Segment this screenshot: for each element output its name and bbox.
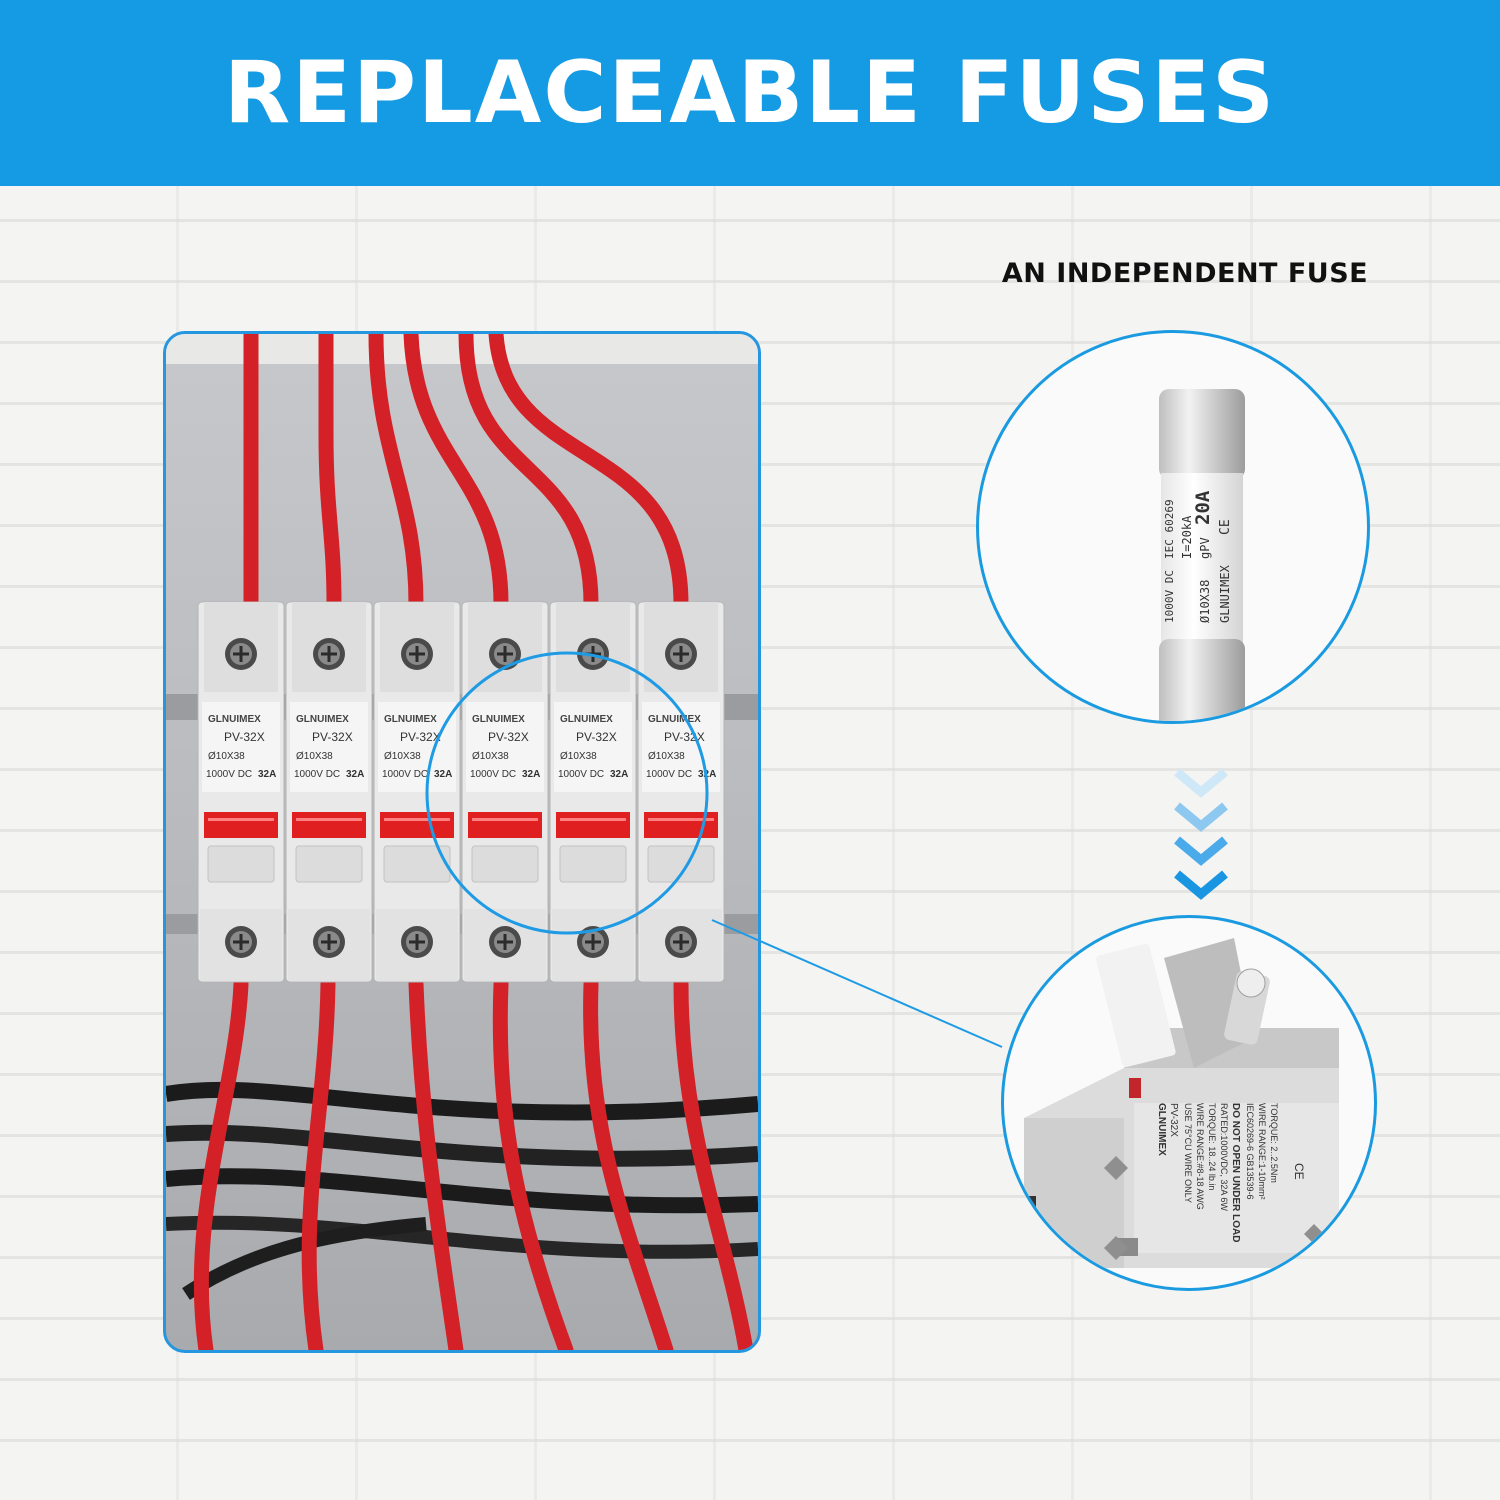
fuse-indicator-window bbox=[204, 812, 278, 838]
combiner-box-photo: GLNUIMEX PV-32X Ø10X38 1000V DC 32A GLNUIMEX P… bbox=[163, 331, 761, 1353]
fuse-indicator-window bbox=[556, 812, 630, 838]
holder-rating-label: 1000V DC bbox=[558, 769, 604, 780]
holder-model-label: PV-32X bbox=[488, 730, 529, 744]
holder-closeup-circle: GLNUIMEX PV-32X USE 75°CU WIRE ONLY WIRE… bbox=[1001, 915, 1377, 1291]
fuse-current: 20A bbox=[1192, 490, 1214, 525]
red-wire-bottom-1 bbox=[193, 976, 249, 1350]
holder-brand-label: GLNUIMEX bbox=[296, 714, 349, 725]
header-banner: REPLACEABLE FUSES bbox=[0, 0, 1500, 186]
fuse-brand: GLNUIMEX bbox=[1218, 564, 1232, 623]
holder-brand-label: GLNUIMEX bbox=[208, 714, 261, 725]
holder-size-label: Ø10X38 bbox=[560, 751, 597, 762]
fuse-closeup-circle: GLNUIMEX CE Ø10X38 gPV 20A I=20kA 1000V … bbox=[976, 330, 1370, 724]
holder-line-1: USE 75°CU WIRE ONLY bbox=[1183, 1103, 1193, 1203]
holder-size-label: Ø10X38 bbox=[648, 751, 685, 762]
holder-line-3: TORQUE: 18..24 lb.in bbox=[1207, 1103, 1217, 1190]
fuse-holder-4: GLNUIMEX PV-32X Ø10X38 1000V DC 32A bbox=[461, 601, 549, 983]
red-wire-top-3 bbox=[368, 334, 424, 612]
holder-rating-label: 1000V DC bbox=[470, 769, 516, 780]
fuse-size: Ø10X38 bbox=[1198, 580, 1212, 623]
holder-current-label: 32A bbox=[610, 769, 628, 780]
red-wire-top-4 bbox=[403, 334, 509, 612]
fuse-top-cap bbox=[1159, 389, 1245, 479]
holder-line-2: WIRE RANGE:#8-18 AWG bbox=[1195, 1103, 1205, 1210]
fuse-holder-1: GLNUIMEX PV-32X Ø10X38 1000V DC 32A bbox=[197, 601, 285, 983]
holder-size-label: Ø10X38 bbox=[384, 751, 421, 762]
fuse-breaking: I=20kA bbox=[1180, 515, 1194, 559]
holder-ce-mark: CE bbox=[1292, 1163, 1306, 1180]
red-wire-bottom-4 bbox=[492, 976, 574, 1350]
holder-size-label: Ø10X38 bbox=[472, 751, 509, 762]
fuse-holder-3: GLNUIMEX PV-32X Ø10X38 1000V DC 32A bbox=[373, 601, 461, 983]
fuse-caption: AN INDEPENDENT FUSE bbox=[1001, 258, 1369, 289]
holder-brand-label: GLNUIMEX bbox=[648, 714, 701, 725]
holder-rating-label: 1000V DC bbox=[206, 769, 252, 780]
holder-line-7: WIRE RANGE:1-10mm² bbox=[1257, 1103, 1267, 1200]
fuse-type: gPV bbox=[1198, 537, 1212, 559]
fuse-indicator-window bbox=[644, 812, 718, 838]
fuse-indicator-window bbox=[468, 812, 542, 838]
holder-brand-label: GLNUIMEX bbox=[472, 714, 525, 725]
holder-brand-label: GLNUIMEX bbox=[384, 714, 437, 725]
page-title: REPLACEABLE FUSES bbox=[223, 43, 1277, 143]
holder-model-label: PV-32X bbox=[224, 730, 265, 744]
holder-size-label: Ø10X38 bbox=[296, 751, 333, 762]
fuse-holder-5: GLNUIMEX PV-32X Ø10X38 1000V DC 32A bbox=[549, 601, 637, 983]
fuse-voltage: 1000V DC bbox=[1163, 570, 1176, 623]
holder-model-label: PV-32X bbox=[576, 730, 617, 744]
fuse-body bbox=[1161, 473, 1243, 643]
fuse-indicator-window bbox=[292, 812, 366, 838]
red-wire-bottom-5 bbox=[583, 976, 674, 1350]
holder-line-5: DO NOT OPEN UNDER LOAD bbox=[1230, 1103, 1241, 1242]
holder-line-4: RATED:1000VDC, 32A 6W bbox=[1219, 1103, 1229, 1211]
red-wire-bottom-6 bbox=[673, 976, 754, 1350]
red-wire-bottom-2 bbox=[301, 976, 336, 1350]
holder-model-label: PV-32X bbox=[400, 730, 441, 744]
holder-carrier-label bbox=[1096, 943, 1176, 1068]
fuse-holder-2: GLNUIMEX PV-32X Ø10X38 1000V DC 32A bbox=[285, 601, 373, 983]
holder-rating-label: 1000V DC bbox=[382, 769, 428, 780]
down-arrows-icon bbox=[1174, 768, 1228, 900]
holder-current-label: 32A bbox=[346, 769, 364, 780]
holder-line-8: TORQUE: 2..2.5Nm bbox=[1269, 1103, 1279, 1183]
fuse-indicator-window bbox=[380, 812, 454, 838]
red-wire-top-6 bbox=[488, 334, 689, 612]
holder-brand-label: GLNUIMEX bbox=[560, 714, 613, 725]
red-wire-bottom-3 bbox=[408, 976, 464, 1350]
red-wire-top-5 bbox=[458, 334, 599, 612]
holder-rating-label: 1000V DC bbox=[646, 769, 692, 780]
holder-model: PV-32X bbox=[1168, 1103, 1179, 1137]
holder-current-label: 32A bbox=[522, 769, 540, 780]
fuse-bottom-cap bbox=[1159, 639, 1245, 721]
fuse-standard: IEC 60269 bbox=[1163, 499, 1176, 559]
holder-size-label: Ø10X38 bbox=[208, 751, 245, 762]
holder-rating-label: 1000V DC bbox=[294, 769, 340, 780]
holder-brand: GLNUIMEX bbox=[1156, 1103, 1167, 1156]
combiner-box-illustration: GLNUIMEX PV-32X Ø10X38 1000V DC 32A GLNUIMEX P… bbox=[166, 334, 758, 1350]
holder-line-6: IEC60269-6 GB13539-6 bbox=[1245, 1103, 1255, 1200]
holder-current-label: 32A bbox=[434, 769, 452, 780]
holder-current-label: 32A bbox=[258, 769, 276, 780]
holder-model-label: PV-32X bbox=[312, 730, 353, 744]
red-wire-top-2 bbox=[318, 334, 342, 612]
fuse-ce-mark: CE bbox=[1218, 519, 1233, 535]
